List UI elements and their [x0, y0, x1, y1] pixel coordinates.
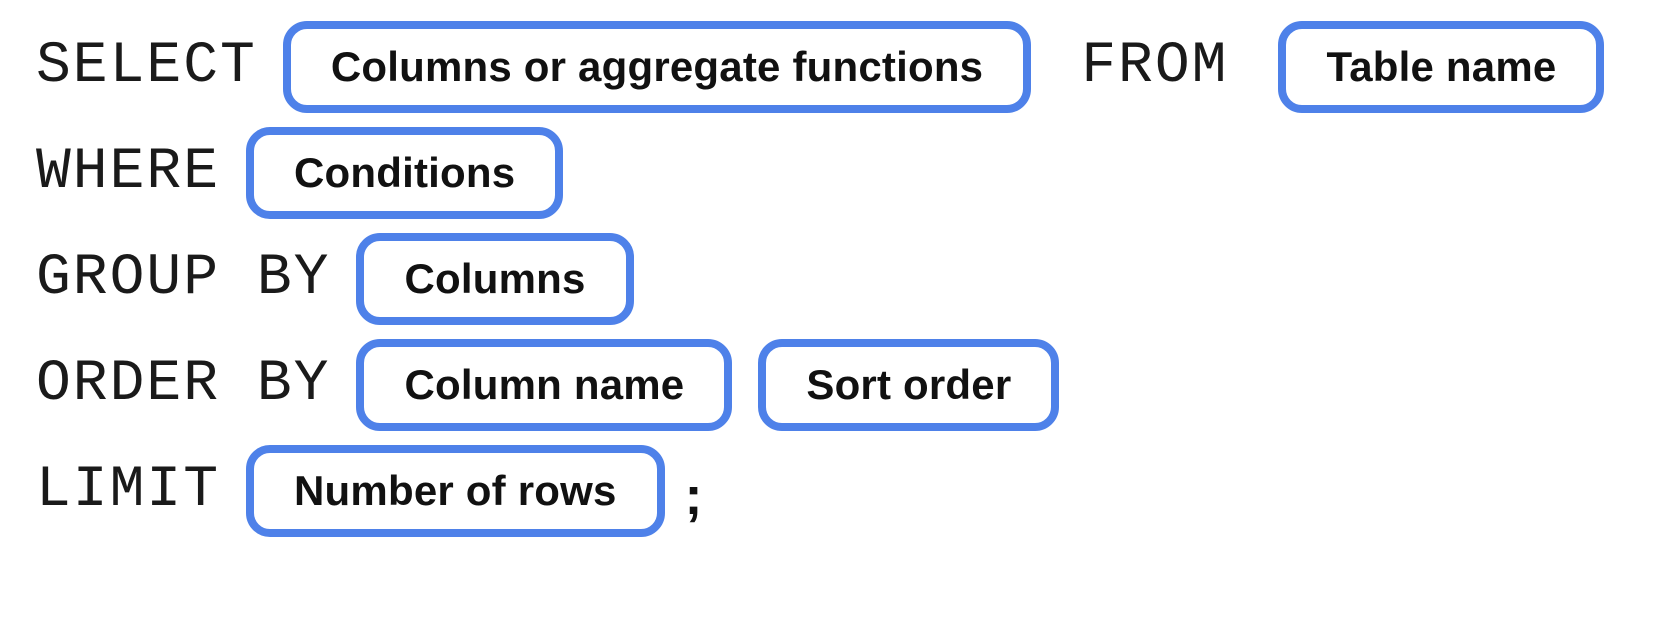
keyword-where: WHERE	[36, 140, 221, 205]
placeholder-table-name: Table name	[1278, 21, 1605, 113]
keyword-group-by: GROUP BY	[36, 246, 331, 311]
placeholder-number-of-rows: Number of rows	[246, 445, 665, 537]
keyword-limit: LIMIT	[36, 458, 221, 523]
placeholder-column-name: Column name	[356, 339, 733, 431]
placeholder-sort-order: Sort order	[758, 339, 1060, 431]
placeholder-conditions: Conditions	[246, 127, 564, 219]
sql-line-limit: LIMIT Number of rows ;	[36, 445, 1668, 537]
keyword-select: SELECT	[36, 34, 257, 99]
sql-line-select: SELECT Columns or aggregate functions FR…	[36, 21, 1668, 113]
sql-line-order-by: ORDER BY Column name Sort order	[36, 339, 1668, 431]
keyword-from: FROM	[1081, 34, 1229, 99]
placeholder-columns-or-aggregate-functions: Columns or aggregate functions	[282, 21, 1032, 113]
statement-terminator-semicolon: ;	[684, 466, 703, 526]
placeholder-columns: Columns	[356, 233, 634, 325]
keyword-order-by: ORDER BY	[36, 352, 331, 417]
sql-line-where: WHERE Conditions	[36, 127, 1668, 219]
sql-line-group-by: GROUP BY Columns	[36, 233, 1668, 325]
